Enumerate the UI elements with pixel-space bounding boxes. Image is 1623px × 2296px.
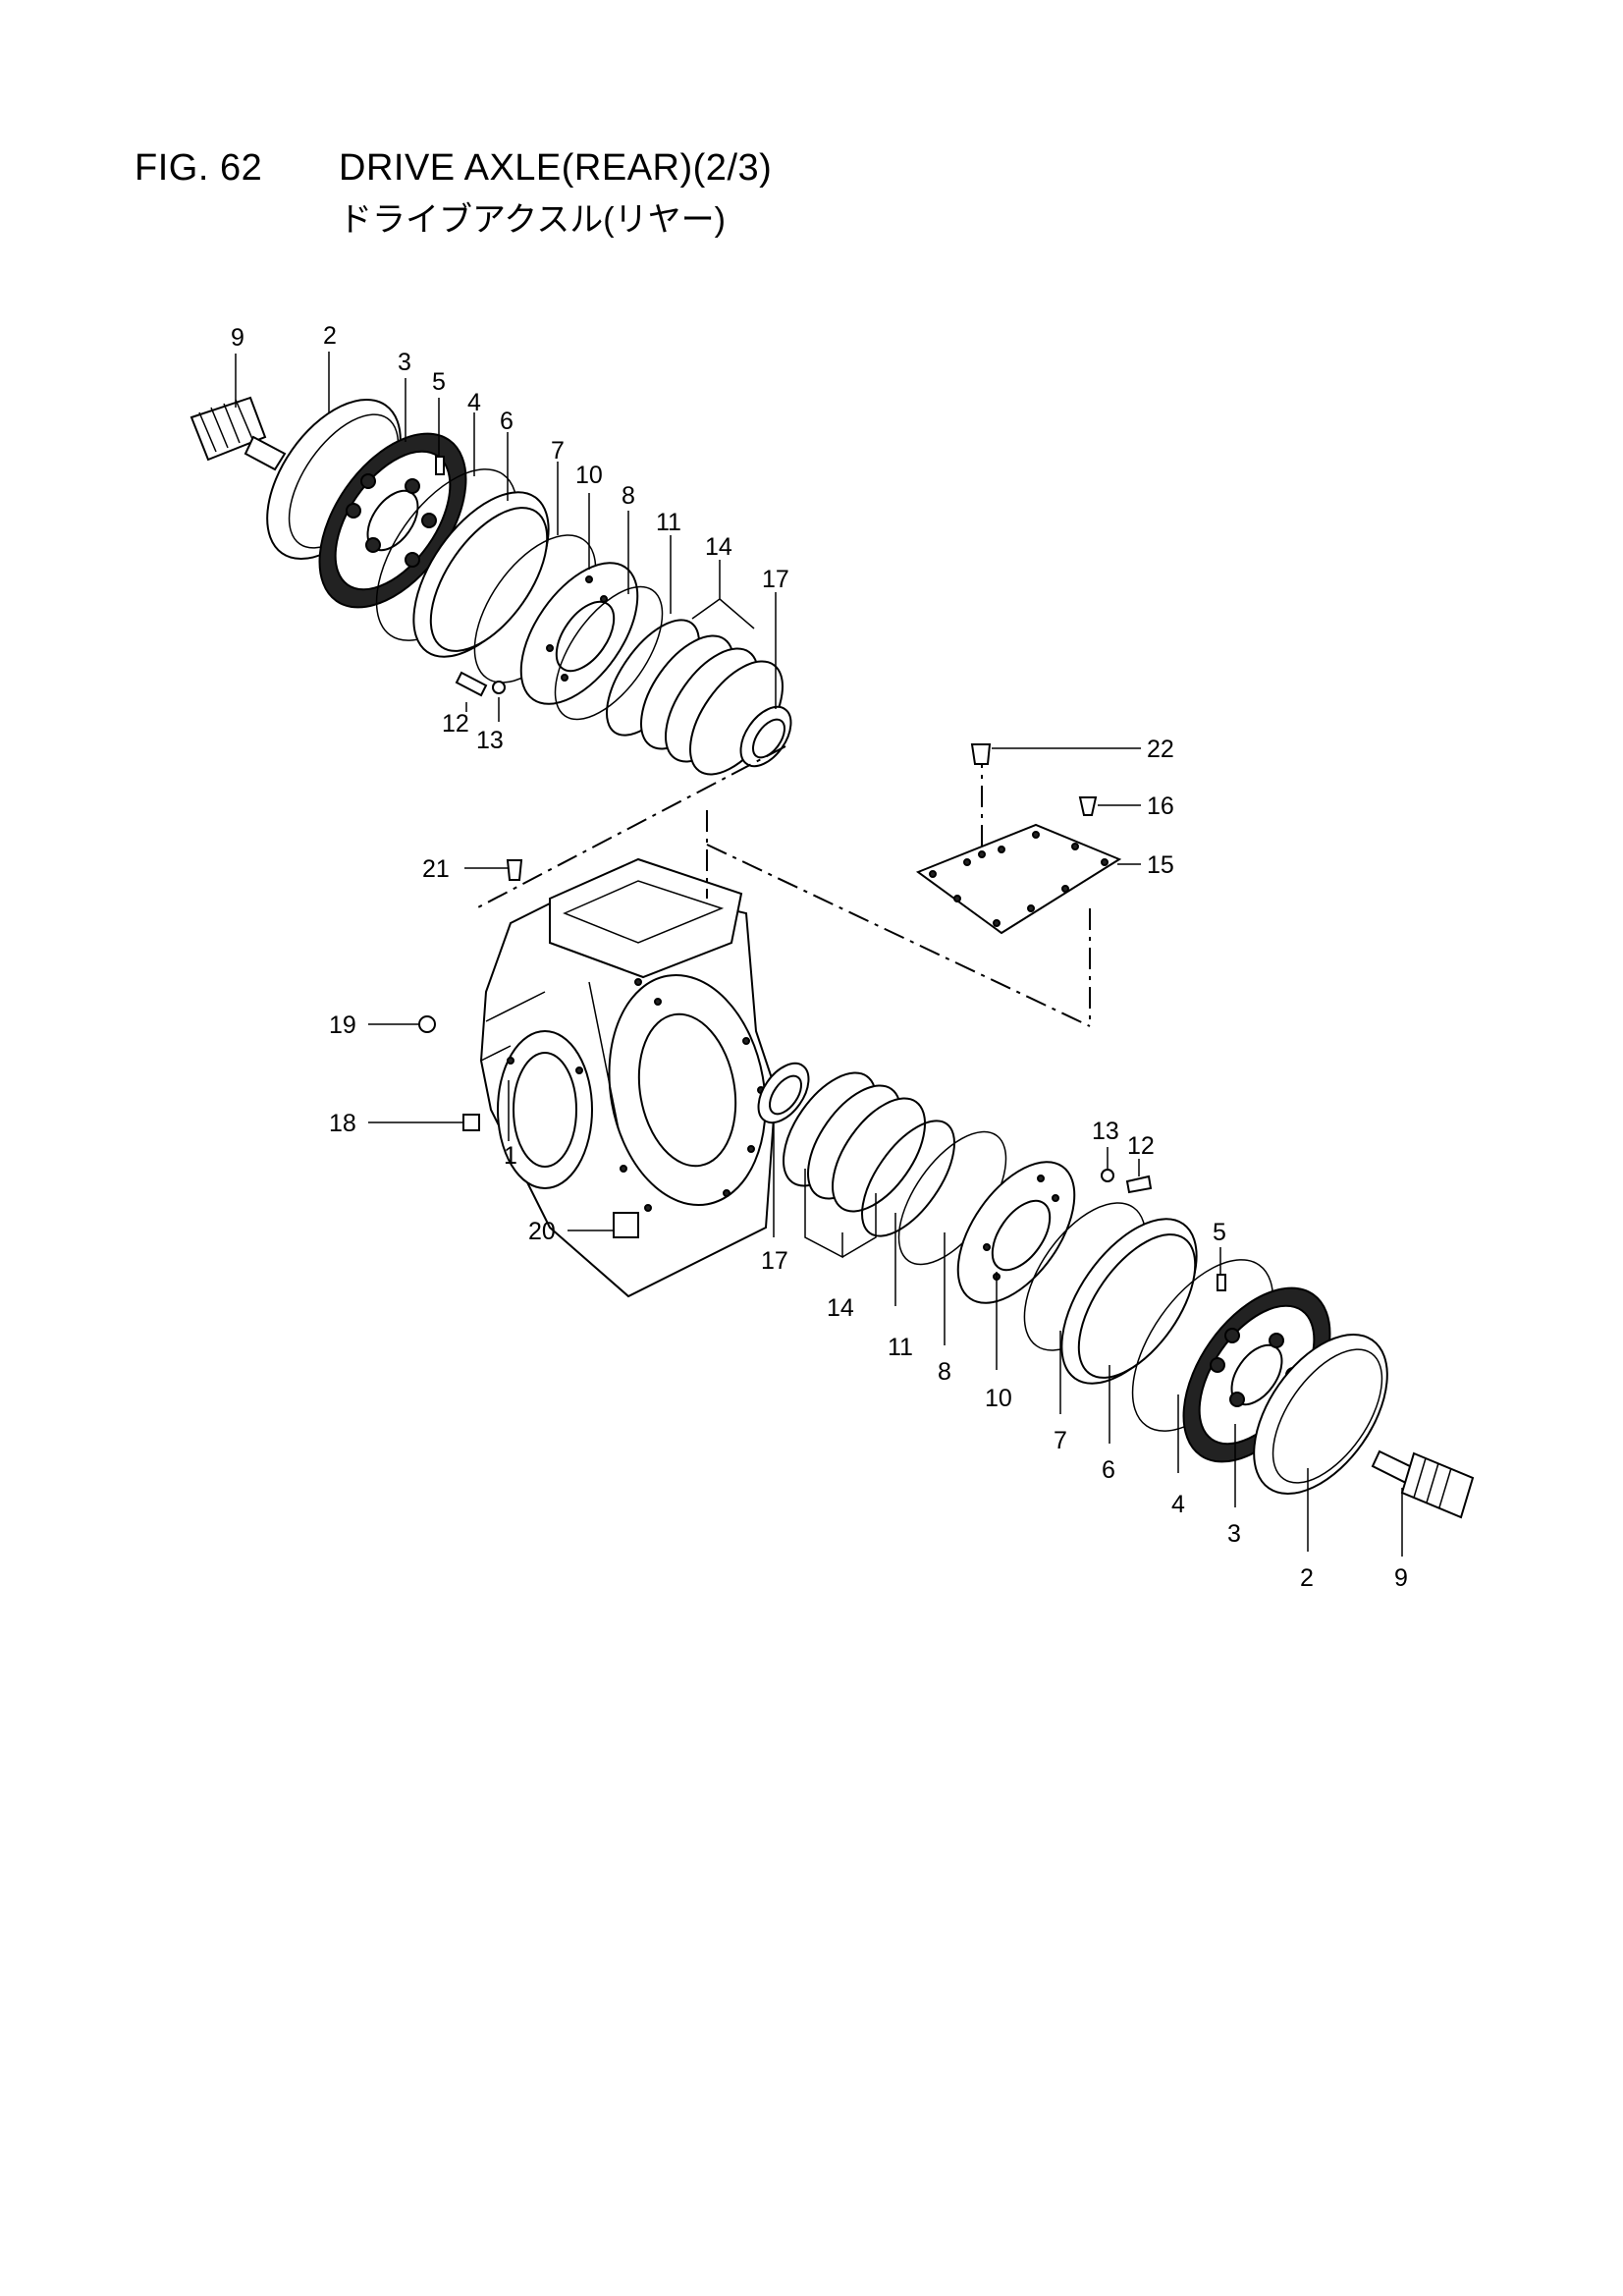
figure-subtitle: ドライブアクスル(リヤー) bbox=[339, 201, 726, 239]
callout-6: 6 bbox=[500, 408, 514, 435]
drain-plug bbox=[613, 1212, 639, 1238]
leader-lines-housing bbox=[368, 747, 1141, 1231]
callout-9-lower: 9 bbox=[1394, 1564, 1408, 1592]
figure-title: DRIVE AXLE(REAR)(2/3) bbox=[339, 147, 773, 189]
bearing-lower bbox=[757, 1062, 810, 1124]
leader-lines-upper bbox=[235, 352, 777, 722]
cover-bolt bbox=[1078, 796, 1098, 816]
callout-12-lower: 12 bbox=[1127, 1132, 1155, 1160]
plug-19 bbox=[418, 1015, 436, 1033]
axle-housing bbox=[479, 857, 778, 1298]
callout-1: 1 bbox=[504, 1142, 517, 1170]
callout-5: 5 bbox=[432, 368, 446, 396]
lower-axle-assembly bbox=[757, 1062, 1475, 1519]
callout-15: 15 bbox=[1147, 851, 1174, 879]
callout-22: 22 bbox=[1147, 736, 1174, 763]
callout-13-lower: 13 bbox=[1092, 1118, 1119, 1145]
callout-7-lower: 7 bbox=[1054, 1427, 1067, 1454]
callout-labels: 9 2 3 5 4 6 7 10 8 11 14 17 12 13 22 16 … bbox=[231, 322, 1408, 1592]
figure-number: FIG. 62 bbox=[135, 147, 263, 189]
callout-5-lower: 5 bbox=[1213, 1219, 1226, 1246]
callout-11: 11 bbox=[656, 509, 681, 536]
axle-shaft-lower bbox=[1371, 1449, 1475, 1519]
callout-17-lower: 17 bbox=[761, 1247, 788, 1275]
callout-6-lower: 6 bbox=[1102, 1456, 1115, 1484]
bolt-lower bbox=[1125, 1175, 1153, 1194]
callout-20: 20 bbox=[528, 1218, 556, 1245]
callout-8-lower: 8 bbox=[938, 1358, 951, 1386]
piston-housing-upper bbox=[519, 562, 639, 705]
ring-lower bbox=[861, 1120, 955, 1237]
callout-14: 14 bbox=[705, 533, 732, 561]
callout-9: 9 bbox=[231, 324, 244, 352]
piston-housing-lower bbox=[956, 1161, 1076, 1304]
upper-axle-assembly bbox=[189, 396, 792, 776]
leader-lines-lower bbox=[773, 1122, 1403, 1557]
vent-plug bbox=[970, 743, 992, 765]
callout-8: 8 bbox=[622, 482, 635, 510]
bolt-upper bbox=[455, 671, 488, 697]
callout-10: 10 bbox=[575, 462, 603, 489]
callout-11-lower: 11 bbox=[888, 1334, 913, 1361]
callout-19: 19 bbox=[329, 1011, 356, 1039]
shims-lower bbox=[783, 1071, 926, 1213]
callout-4-lower: 4 bbox=[1171, 1491, 1185, 1518]
brake-plate-lower bbox=[1253, 1333, 1388, 1496]
callout-12: 12 bbox=[442, 710, 469, 738]
callout-7: 7 bbox=[551, 437, 565, 465]
piston-lower bbox=[1060, 1218, 1198, 1385]
piston-upper bbox=[412, 491, 550, 658]
shims-upper bbox=[640, 634, 784, 776]
callout-18: 18 bbox=[329, 1110, 356, 1137]
callout-3-lower: 3 bbox=[1227, 1520, 1241, 1548]
pin-upper bbox=[435, 456, 445, 475]
plug-18 bbox=[462, 1114, 480, 1131]
washer-upper bbox=[492, 681, 506, 694]
o-ring-upper bbox=[554, 585, 664, 721]
callout-17: 17 bbox=[762, 566, 789, 593]
washer-lower bbox=[1101, 1169, 1114, 1182]
breather bbox=[506, 859, 523, 881]
callout-2: 2 bbox=[323, 322, 337, 350]
cover-plate bbox=[915, 823, 1122, 935]
axle-shaft-upper bbox=[189, 396, 287, 471]
callout-4: 4 bbox=[467, 389, 481, 416]
callout-21: 21 bbox=[422, 855, 450, 883]
pin-lower bbox=[1217, 1274, 1226, 1291]
callout-10-lower: 10 bbox=[985, 1385, 1012, 1412]
callout-14-lower: 14 bbox=[827, 1294, 854, 1322]
callout-3: 3 bbox=[398, 349, 411, 376]
callout-13: 13 bbox=[476, 727, 504, 754]
callout-16: 16 bbox=[1147, 793, 1174, 820]
bearing-upper bbox=[739, 705, 792, 768]
callout-2-lower: 2 bbox=[1300, 1564, 1314, 1592]
